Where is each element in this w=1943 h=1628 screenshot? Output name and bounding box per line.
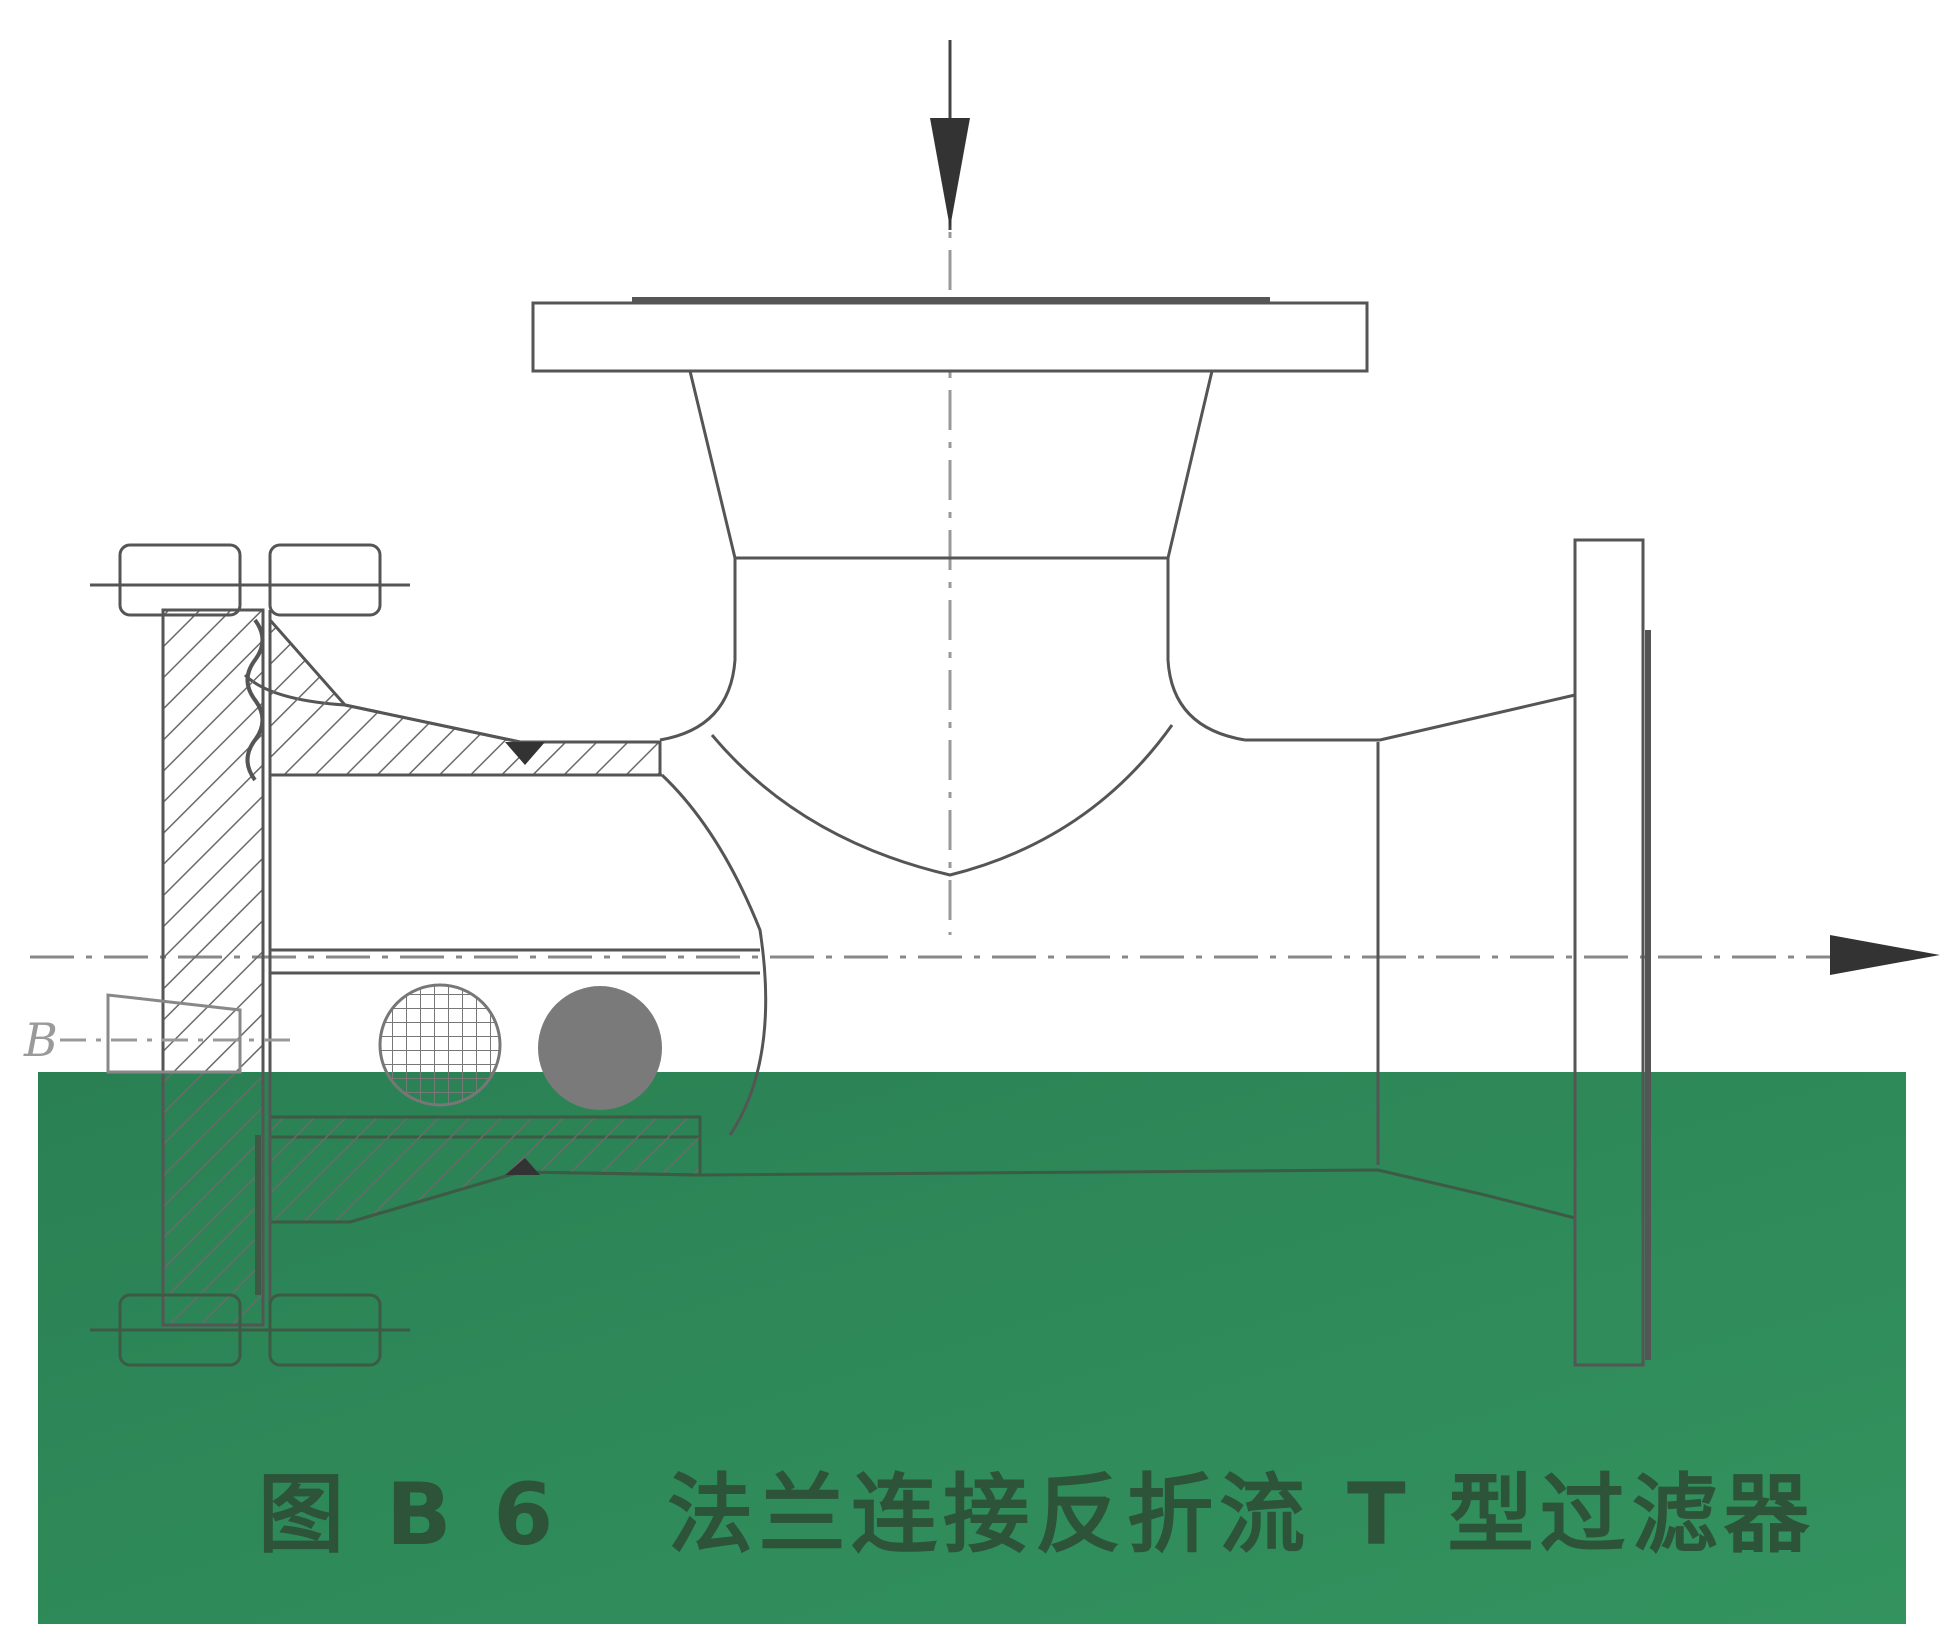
bottom-bolt bbox=[90, 1135, 410, 1367]
section-label: B bbox=[24, 1013, 58, 1067]
cover-plate bbox=[161, 608, 272, 1327]
outlet-flange bbox=[1573, 538, 1651, 1367]
drain-plug bbox=[106, 993, 242, 1074]
down-arrow-icon bbox=[930, 40, 970, 230]
screen-element bbox=[378, 983, 502, 1107]
right-arrow-icon bbox=[1830, 935, 1940, 975]
weld-mark-lower bbox=[505, 1158, 540, 1175]
upper-wall-hatch bbox=[268, 616, 662, 777]
weld-mark-upper bbox=[505, 742, 545, 765]
figure-caption: 图 B 6 法兰连接反折流 T 型过滤器 bbox=[258, 1465, 1816, 1565]
top-bolt bbox=[90, 543, 410, 782]
inlet-flange bbox=[531, 297, 1369, 373]
inlet-neck bbox=[659, 370, 1246, 742]
ball-element bbox=[538, 986, 662, 1110]
